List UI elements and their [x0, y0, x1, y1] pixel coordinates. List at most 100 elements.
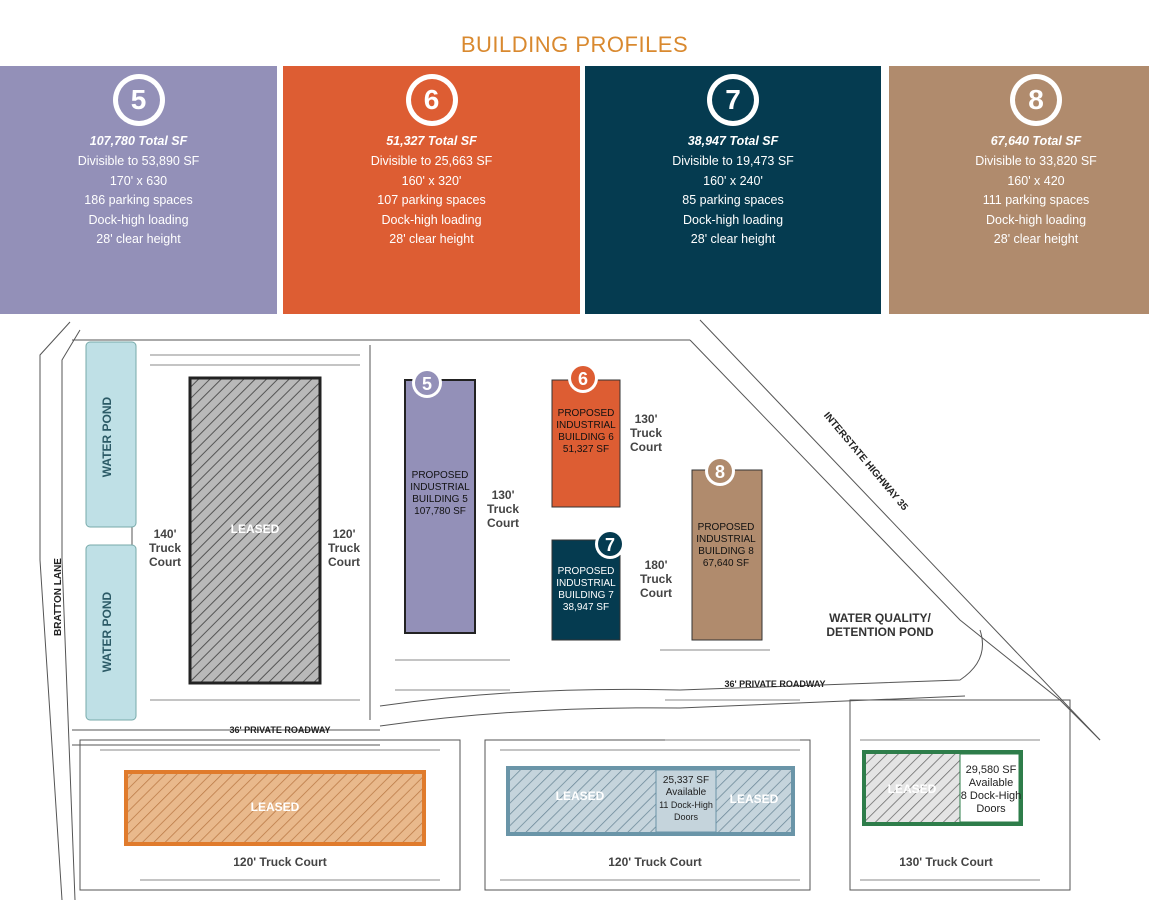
water-pond-1 — [85, 341, 137, 528]
divisible: Divisible to 53,890 SF — [77, 154, 200, 168]
page-title: BUILDING PROFILES — [460, 32, 689, 57]
leased-bottom-left-label: LEASED — [250, 800, 300, 814]
available-mid-label-2: Available — [665, 787, 707, 798]
parking-rows — [100, 354, 1040, 881]
loading: Dock-high loading — [985, 212, 1087, 227]
truck-court-140: 140' Truck Court — [140, 527, 190, 569]
truck-court-140-3: Court — [149, 555, 181, 569]
water-pond-2-label: WATER POND — [100, 591, 114, 673]
truck-court-130-b6-2: Truck — [629, 426, 662, 440]
building-8-label-3: BUILDING 8 — [698, 546, 754, 557]
building-7-label-1: PROPOSED — [557, 566, 615, 577]
building-5 — [404, 379, 476, 634]
leased-building-main — [188, 376, 322, 685]
site-plan-map: 5 6 7 8 — [39, 319, 1101, 900]
leased-main-label: LEASED — [230, 522, 280, 536]
clear-height: 28' clear height — [690, 232, 776, 246]
building-7-label-3: BUILDING 7 — [558, 590, 614, 601]
loading: Dock-high loading — [381, 212, 482, 227]
dimensions: 160' x 240' — [703, 173, 763, 188]
svg-text:6: 6 — [578, 369, 588, 389]
truck-court-180-2: Truck — [639, 572, 672, 586]
total-sf: 67,640 Total SF — [990, 134, 1082, 148]
truck-court-180: 180' Truck Court — [632, 558, 680, 600]
truck-court-130-b6-1: 130' — [634, 412, 658, 426]
leased-building-bottom-mid — [506, 766, 795, 836]
truck-court-180-3: Court — [640, 586, 672, 600]
available-right-label-2: Available — [968, 777, 1014, 789]
divisible: Divisible to 33,820 SF — [975, 154, 1097, 168]
building-5-label-1: PROPOSED — [411, 470, 469, 481]
building-7-label-2: INDUSTRIAL — [556, 578, 616, 589]
truck-court-120: 120' Truck Court — [320, 527, 368, 569]
truck-court-180-1: 180' — [644, 558, 668, 572]
divisible: Divisible to 25,663 SF — [370, 154, 493, 168]
truck-court-140-2: Truck — [148, 541, 181, 555]
building-5-card: 5 107,780 Total SF Divisible to 53,890 S… — [0, 66, 277, 314]
private-roadway-label-2: 36' PRIVATE ROADWAY — [724, 679, 826, 689]
available-right-label-4: Doors — [976, 803, 1006, 815]
dimensions: 160' x 320' — [401, 173, 462, 188]
available-mid-label-1: 25,337 SF — [662, 775, 710, 786]
parking: 111 parking spaces — [982, 193, 1090, 207]
truck-court-120-1: 120' — [332, 527, 356, 541]
building-5-label-4: 107,780 SF — [414, 506, 466, 517]
total-sf: 51,327 Total SF — [386, 134, 477, 148]
building-5-label-2: INDUSTRIAL — [410, 482, 470, 493]
truck-court-140-1: 140' — [153, 527, 177, 541]
svg-text:8: 8 — [715, 462, 725, 482]
truck-court-130-b5-2: Truck — [486, 502, 519, 516]
parking: 107 parking spaces — [377, 193, 486, 207]
clear-height: 28' clear height — [993, 232, 1079, 246]
building-8-badge: 8 — [1010, 74, 1062, 126]
building-6-label-4: 51,327 SF — [562, 444, 610, 455]
building-7-badge: 7 — [707, 74, 759, 126]
building-8-label-2: INDUSTRIAL — [696, 534, 756, 545]
truck-court-bottom-mid: 120' Truck Court — [608, 855, 702, 869]
building-6-label-2: INDUSTRIAL — [556, 420, 616, 431]
building-8-label-1: PROPOSED — [697, 522, 755, 533]
building-6-label-1: PROPOSED — [557, 408, 615, 419]
available-mid-label: 25,337 SF Available 11 Dock-High Doors — [656, 775, 716, 823]
available-mid-label-3: 11 Dock-High — [659, 800, 713, 810]
loading: Dock-high loading — [682, 212, 784, 227]
loading: Dock-high loading — [88, 212, 189, 227]
truck-court-130-b6-3: Court — [630, 440, 662, 454]
truck-court-130-b6: 130' Truck Court — [622, 412, 670, 454]
available-mid-label-4: Doors — [673, 812, 698, 822]
building-5-label: PROPOSED INDUSTRIAL BUILDING 5 107,780 S… — [405, 470, 475, 518]
building-6-label-3: BUILDING 6 — [558, 432, 614, 443]
dimensions: 160' x 420 — [1007, 173, 1065, 188]
private-roadway-label-1: 36' PRIVATE ROADWAY — [229, 725, 331, 735]
truck-court-130-b5-3: Court — [487, 516, 519, 530]
parking: 186 parking spaces — [84, 193, 193, 207]
building-5-badge: 5 — [112, 74, 165, 126]
water-quality-label-2: DETENTION POND — [826, 625, 934, 639]
road-lines — [39, 319, 1101, 900]
divisible: Divisible to 19,473 SF — [672, 154, 794, 168]
truck-court-bottom-right: 130' Truck Court — [899, 855, 993, 869]
clear-height: 28' clear height — [96, 232, 181, 246]
building-6 — [551, 379, 621, 508]
available-space-right — [959, 753, 1020, 823]
total-sf: 38,947 Total SF — [687, 134, 779, 148]
available-right-label: 29,580 SF Available 8 Dock-High Doors — [960, 764, 1022, 816]
map-badge-8: 8 — [705, 456, 735, 486]
water-pond-2 — [85, 544, 137, 721]
available-right-label-3: 8 Dock-High — [960, 790, 1022, 802]
clear-height: 28' clear height — [389, 232, 474, 246]
leased-mid-right-label: LEASED — [729, 792, 779, 806]
parking: 85 parking spaces — [682, 193, 784, 207]
map-badge-7: 7 — [595, 529, 625, 559]
leased-mid-left-label: LEASED — [555, 789, 605, 803]
total-sf: 107,780 Total SF — [89, 134, 188, 148]
water-quality-label-1: WATER QUALITY/ — [829, 611, 931, 625]
water-quality-label: WATER QUALITY/ DETENTION POND — [800, 611, 960, 639]
building-6-card: 6 51,327 Total SF Divisible to 25,663 SF… — [283, 66, 580, 314]
building-5-label-3: BUILDING 5 — [412, 494, 468, 505]
truck-court-120-2: Truck — [327, 541, 360, 555]
truck-court-130-b5-1: 130' — [491, 488, 515, 502]
dimensions: 170' x 630 — [109, 173, 168, 188]
map-badge-6: 6 — [568, 363, 598, 393]
building-7-card: 7 38,947 Total SF Divisible to 19,473 SF… — [585, 66, 881, 314]
